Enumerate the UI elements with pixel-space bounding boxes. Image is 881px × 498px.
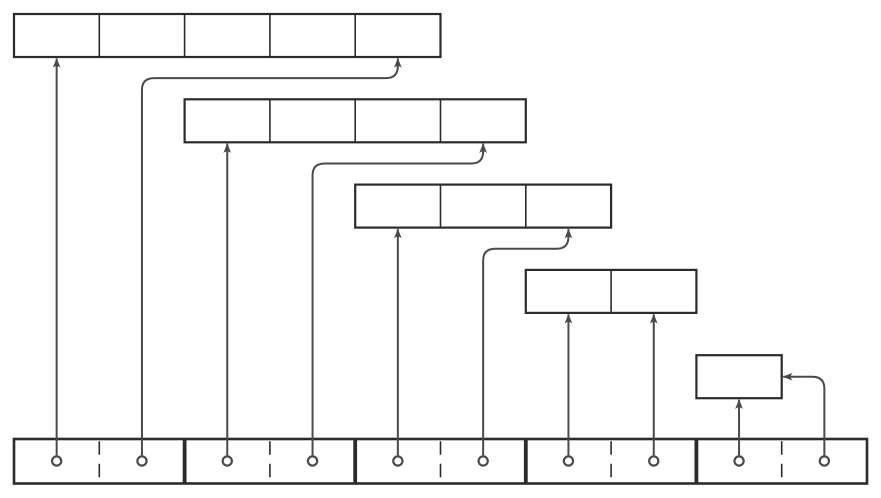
pointer-table — [12, 437, 869, 485]
pointer-circle-4 — [306, 455, 319, 467]
array-1 — [12, 12, 442, 59]
pointer-arrow-10 — [782, 372, 826, 456]
pointer-circle-9 — [733, 455, 745, 467]
array-5 — [695, 354, 783, 400]
array-4 — [524, 268, 698, 314]
pointer-circle-10 — [818, 455, 831, 467]
array-3-box — [354, 183, 613, 229]
pointer-circle-1 — [50, 455, 63, 467]
array-2 — [183, 98, 527, 144]
array-5-box — [695, 354, 783, 400]
pointer-circle-8 — [648, 455, 660, 467]
pointer-arrow-6 — [482, 228, 573, 456]
pointer-circle-7 — [562, 455, 575, 467]
pointer-circle-6 — [477, 455, 489, 467]
pointer-circle-2 — [136, 455, 148, 467]
pointer-circle-5 — [392, 455, 404, 467]
array-3 — [354, 183, 613, 229]
pointer-circle-3 — [221, 455, 233, 467]
pointer-arrow-2 — [140, 58, 402, 456]
array-1-box — [12, 12, 442, 59]
pointer-arrow-4 — [311, 143, 488, 456]
